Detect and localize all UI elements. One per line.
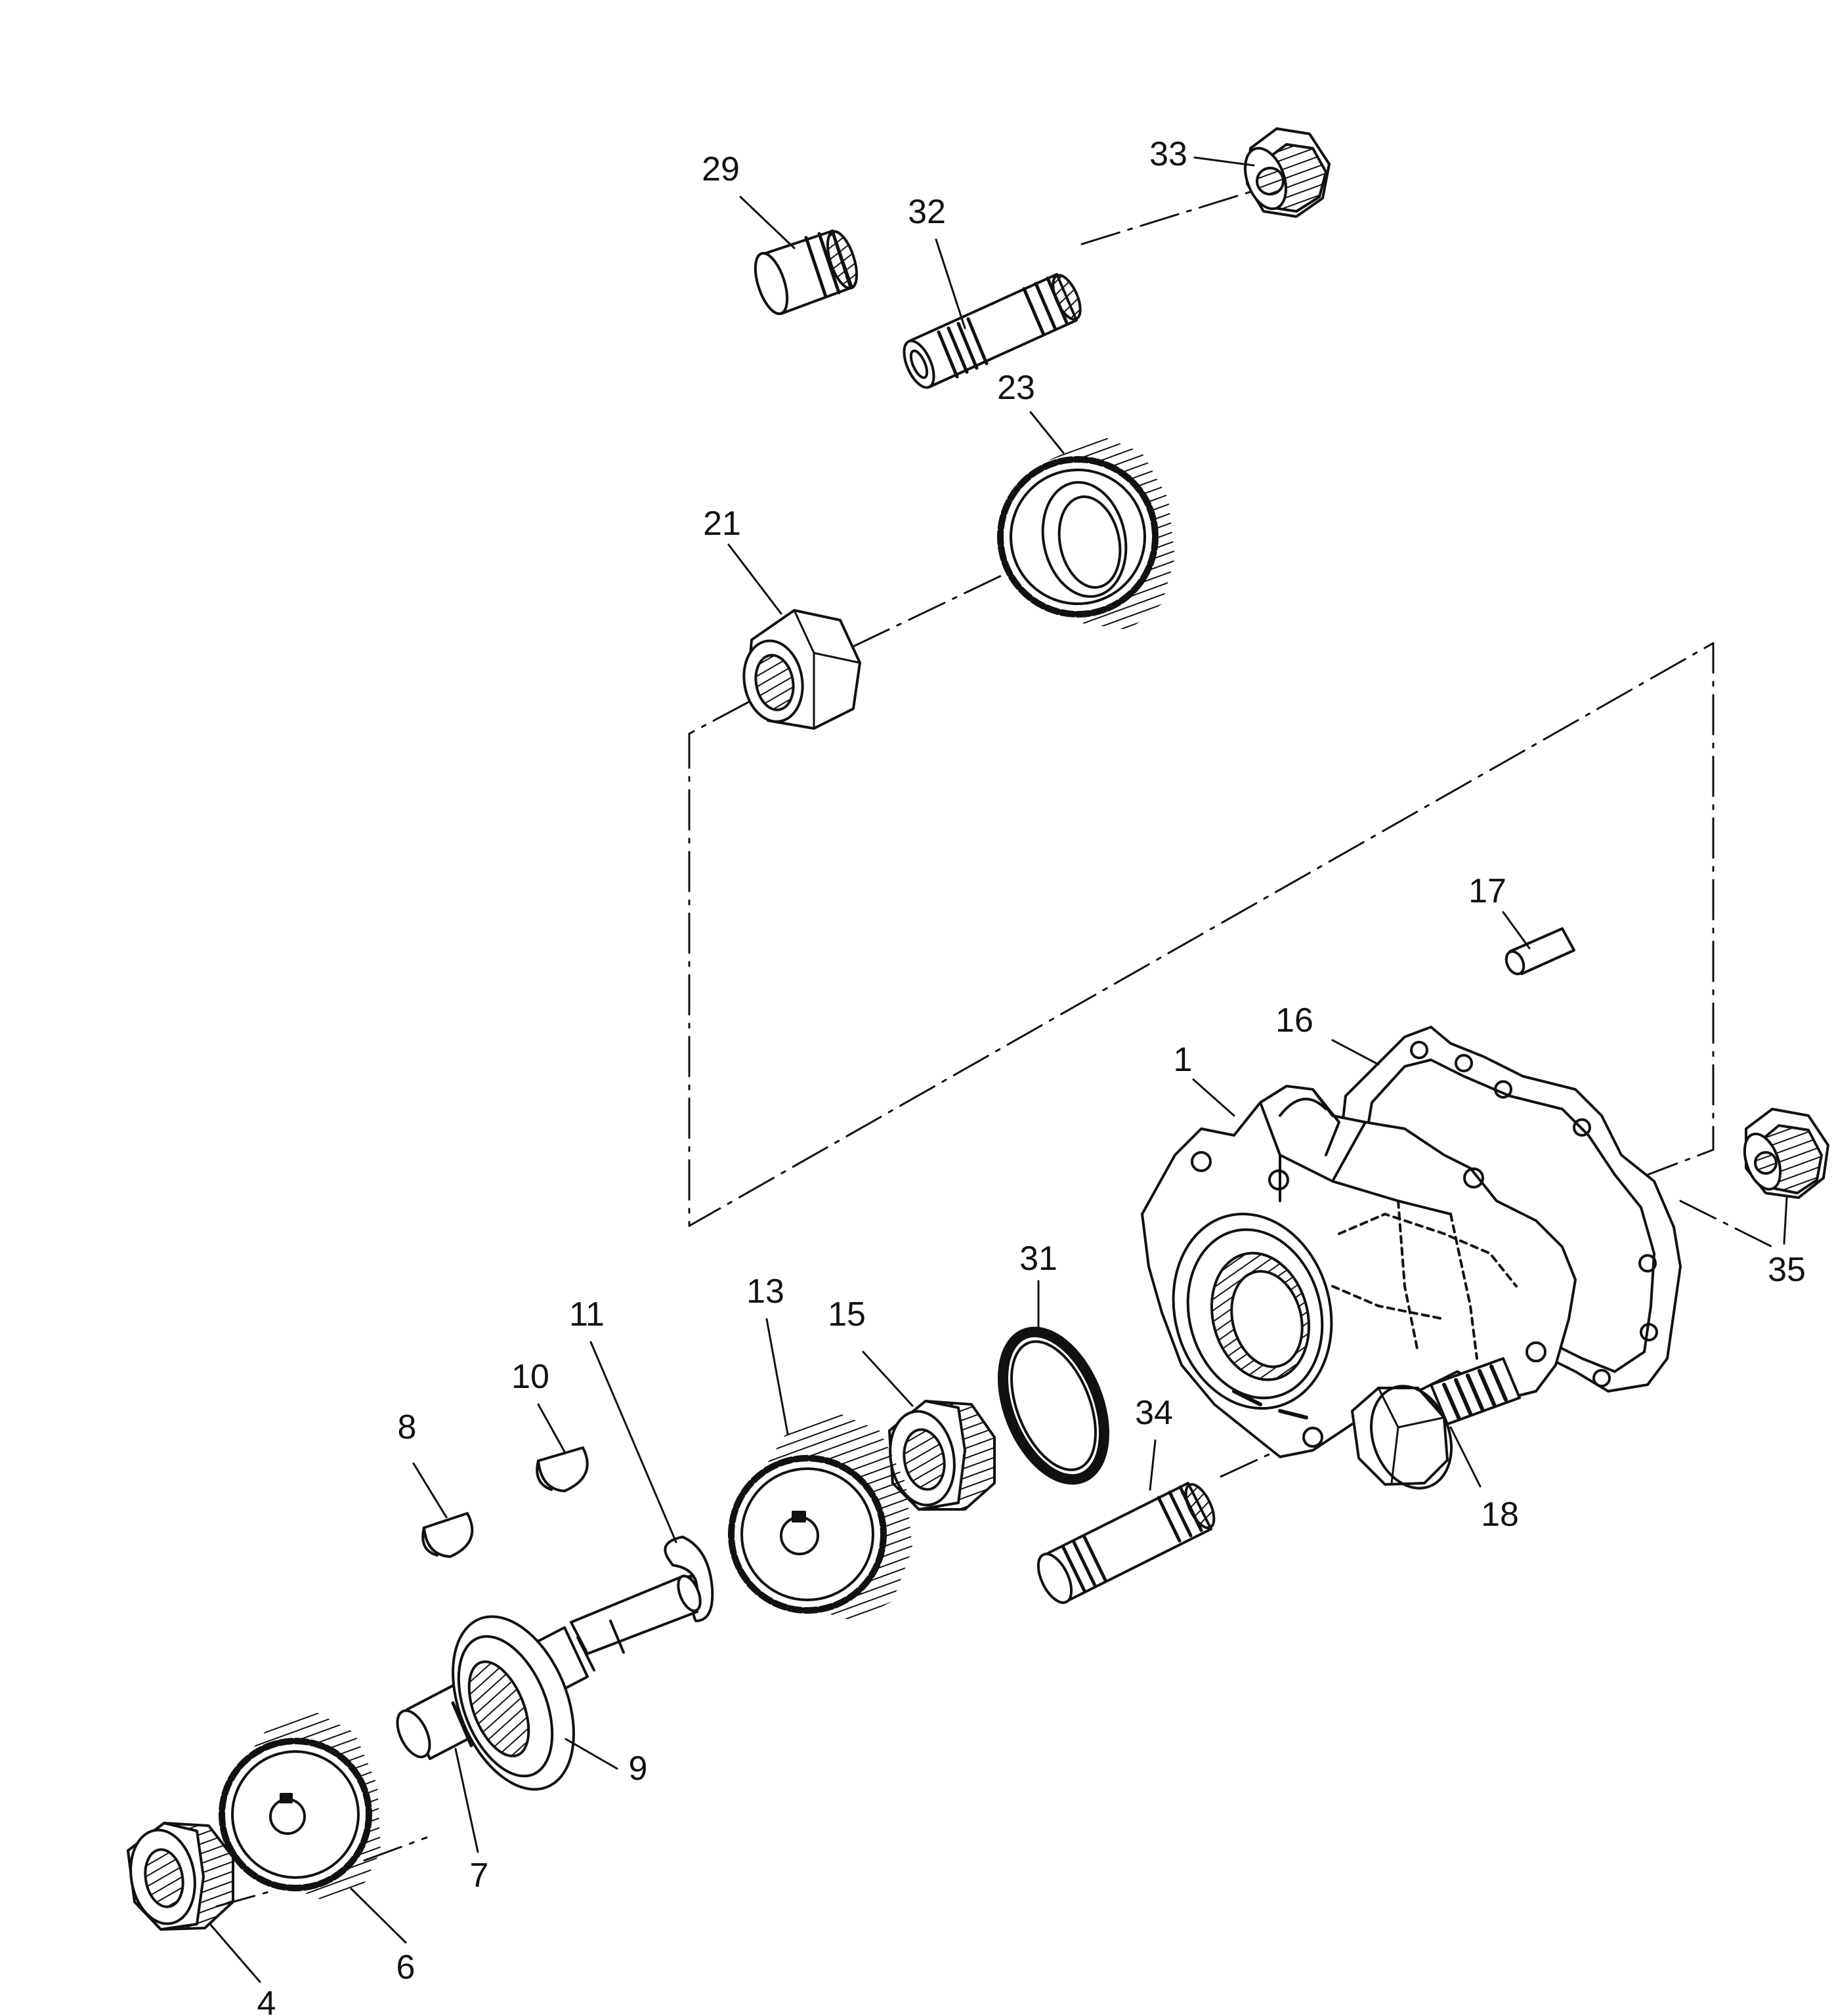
callout-10: 10 [511,1358,549,1396]
stud-part-32 [903,273,1082,389]
callout-7: 7 [470,1857,489,1895]
callout-23: 23 [997,369,1035,407]
leader-6 [350,1887,407,1944]
callout-31: 31 [1019,1240,1057,1278]
callout-16: 16 [1275,1001,1313,1040]
leader-16 [1331,1039,1380,1066]
callout-labels: 29 32 33 23 21 17 16 1 35 31 13 15 11 10… [257,135,1806,2016]
leader-11 [589,1341,677,1544]
callout-29: 29 [702,150,740,188]
callout-8: 8 [398,1408,417,1446]
leader-21 [727,543,782,615]
callout-34: 34 [1135,1394,1173,1432]
callout-4: 4 [257,1984,276,2016]
leader-13 [765,1318,789,1435]
nut-part-33 [1243,127,1331,218]
woodruff-key-part-10 [536,1446,589,1492]
leader-7 [454,1748,479,1853]
callout-13: 13 [746,1272,784,1311]
callout-6: 6 [396,1948,416,1986]
callout-15: 15 [828,1295,866,1334]
woodruff-key-part-8 [421,1512,474,1558]
nut-part-35 [1743,1108,1829,1199]
callout-11: 11 [569,1295,605,1334]
callout-32: 32 [908,193,946,231]
leader-1 [1192,1078,1235,1117]
nut-part-15 [888,1400,996,1511]
callout-9: 9 [629,1750,648,1788]
gear-part-6 [219,1712,381,1900]
leader-15 [862,1351,914,1407]
leader-35 [1783,1196,1788,1245]
bearing-part-9 [452,1615,575,1791]
callout-35: 35 [1768,1251,1806,1289]
nut-part-21 [742,609,861,730]
leader-17 [1502,911,1531,950]
bolt-part-18 [1351,1357,1521,1490]
leader-23 [1029,411,1065,454]
callout-21: 21 [703,505,741,543]
leader-32 [935,238,966,329]
callout-18: 18 [1481,1496,1519,1534]
callout-33: 33 [1149,135,1187,173]
callout-1: 1 [1174,1041,1193,1079]
leader-18 [1449,1426,1482,1488]
o-ring-part-31 [997,1326,1110,1485]
callout-17: 17 [1468,872,1506,910]
leader-lines [209,156,1788,1983]
plug-part-29 [754,229,859,316]
nut-part-4 [127,1822,234,1931]
pin-part-17 [1504,927,1575,976]
gear-part-13 [728,1411,912,1621]
leader-4 [209,1923,261,1983]
assembly-guide-lines [215,182,1780,1908]
leader-9 [565,1738,618,1770]
leader-10 [537,1403,566,1453]
housing-part-1 [1141,1085,1577,1458]
leader-29 [739,196,796,249]
leader-34 [1149,1439,1157,1491]
leader-33 [1193,156,1255,167]
stud-part-34 [1036,1482,1216,1605]
leader-8 [412,1462,448,1519]
gear-part-23 [997,436,1175,630]
